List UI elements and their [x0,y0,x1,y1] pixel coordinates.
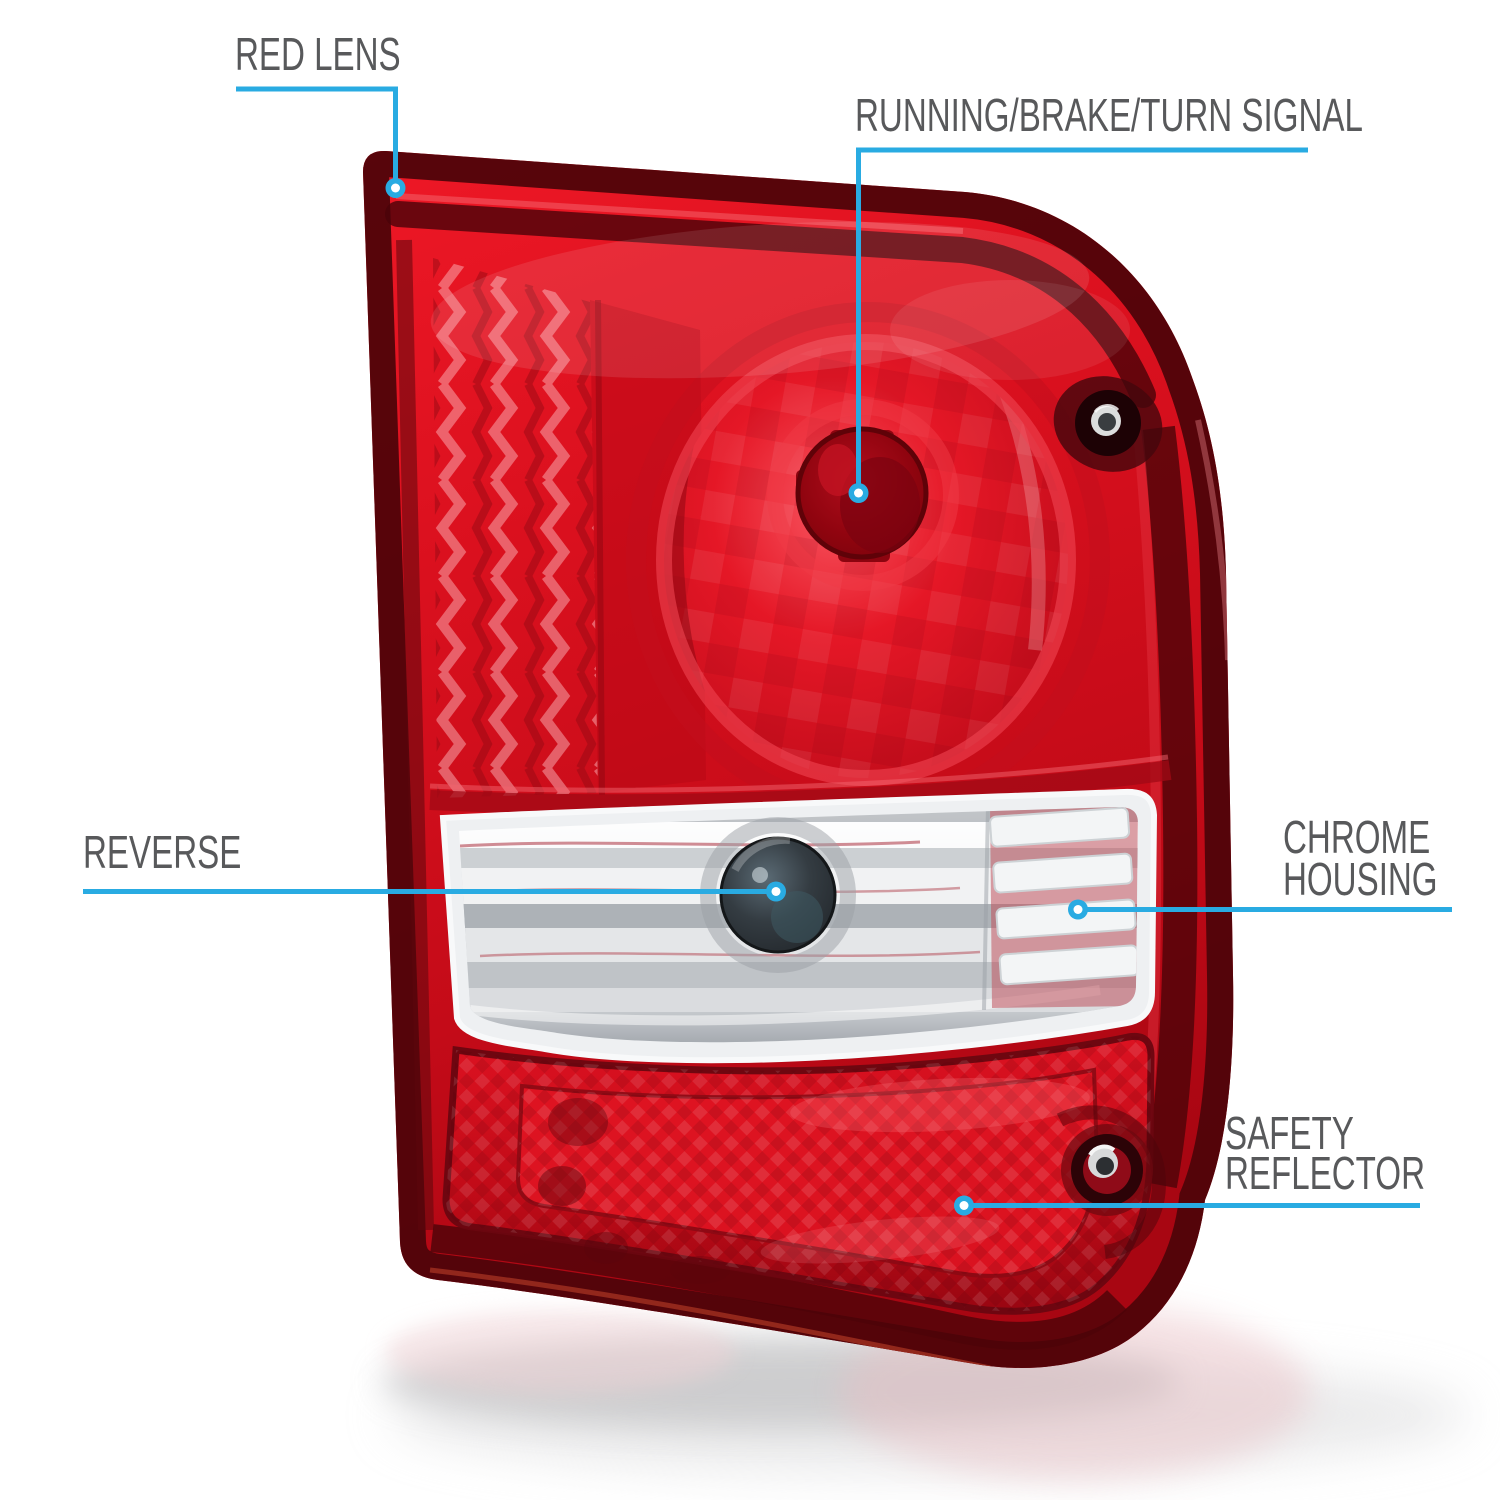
floor-shadow [380,1304,1470,1480]
callout-label-safety-reflector: SAFETY REFLECTOR [1225,1107,1425,1199]
callout-line-chrome-housing [1068,899,1452,920]
callout-label-chrome-housing-line1: CHROME [1283,811,1431,863]
callout-line-running-brake-turn-signal [848,147,1308,503]
callout-label-red-lens: RED LENS [235,28,401,80]
callout-label-safety-reflector-line1: SAFETY [1225,1107,1354,1159]
safety-reflector-section [446,1036,1166,1311]
callout-label-reverse: REVERSE [83,826,242,878]
signal-circle [626,302,1110,818]
reverse-section [439,788,1158,1064]
tail-light-body [363,150,1234,1368]
upper-screw [1053,376,1163,472]
callout-label-chrome-housing-line2: HOUSING [1283,853,1438,905]
lower-screw [1056,1105,1166,1259]
callout-line-reverse [83,881,786,902]
callout-label-running-brake-turn-signal: RUNNING/BRAKE/TURN SIGNAL [855,89,1363,141]
callout-line-red-lens [236,86,406,198]
callout-label-safety-reflector-line2: REFLECTOR [1225,1147,1425,1199]
callout-line-safety-reflector [954,1195,1420,1216]
callouts [83,86,1452,1216]
callout-label-chrome-housing: CHROME HOUSING [1283,811,1438,905]
